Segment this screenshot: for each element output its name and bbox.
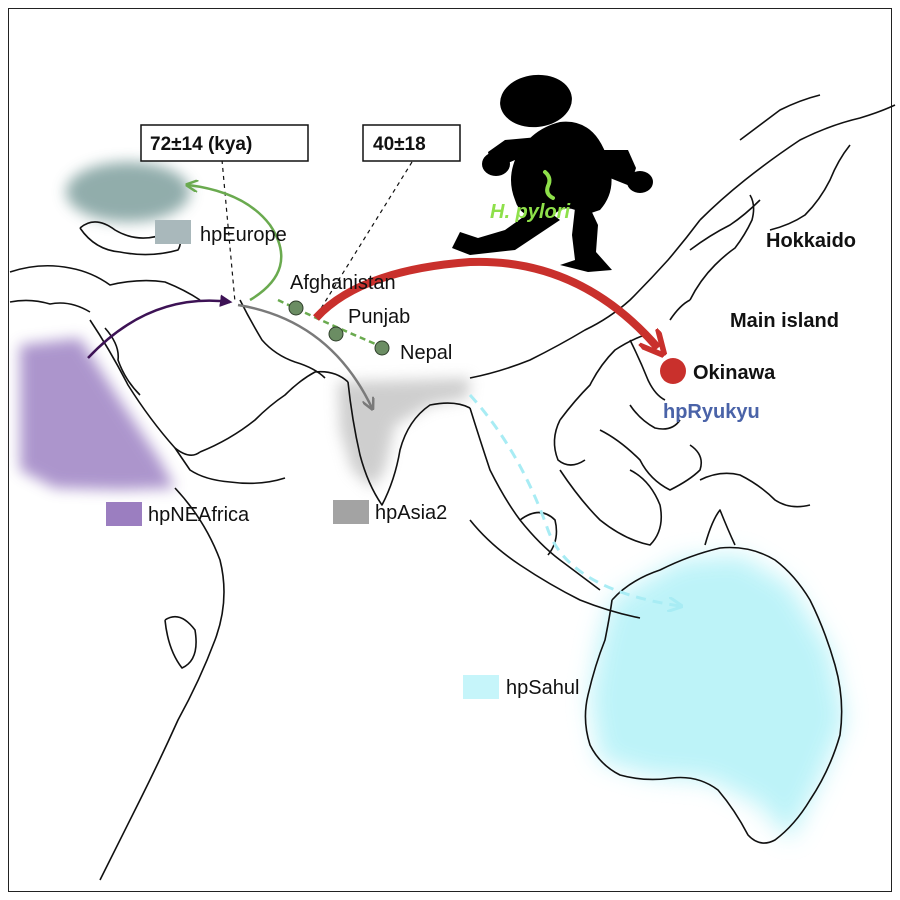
hpylori-label: H. pylori (490, 201, 570, 223)
date-box-40 (362, 124, 461, 162)
waypoint-punjab (328, 326, 344, 342)
place-label-hokkaido: Hokkaido (766, 230, 856, 252)
legend-label-hpEurope: hpEurope (200, 224, 287, 246)
legend-label-hpRyukyu: hpRyukyu (663, 401, 760, 423)
legend-swatch-hpAsia2 (333, 500, 369, 524)
okinawa-marker (660, 358, 686, 384)
purple-route (87, 294, 233, 359)
legend-swatch-hpNEAfrica (106, 502, 142, 526)
green-route-europe (188, 185, 283, 302)
date-label-40: 40±18 (373, 134, 426, 155)
legend-swatches (106, 220, 499, 699)
waypoint-nepal (374, 340, 390, 356)
bacterium-icon (543, 170, 555, 200)
hpEurope-region (66, 162, 190, 222)
hpAsia2-region (338, 378, 470, 488)
labels: 72±14 (kya) 40±18 hpEurope hpNEAfrica hp… (148, 134, 856, 699)
legend-label-hpAsia2: hpAsia2 (375, 502, 447, 524)
legend-label-hpSahul: hpSahul (506, 677, 579, 699)
region-blobs (20, 162, 845, 840)
place-label-okinawa: Okinawa (693, 362, 776, 384)
legend-label-hpNEAfrica: hpNEAfrica (148, 504, 250, 526)
waypoint-afghanistan (288, 300, 304, 316)
gray-route-asia2 (237, 303, 372, 408)
place-label-nepal: Nepal (400, 342, 452, 364)
place-label-main-island: Main island (730, 310, 839, 332)
hpSahul-region (590, 555, 845, 840)
place-label-afghanistan: Afghanistan (290, 272, 396, 294)
red-route-okinawa (313, 257, 658, 348)
legend-swatch-hpSahul (463, 675, 499, 699)
migration-routes (87, 185, 680, 606)
cyan-route-sahul (468, 393, 680, 606)
hpNEAfrica-region (20, 338, 175, 490)
coastlines (9, 94, 896, 881)
date-pointers (221, 159, 413, 319)
waypoints (288, 300, 390, 356)
date-label-72: 72±14 (kya) (150, 134, 252, 155)
date-box-72 (140, 124, 309, 162)
place-label-punjab: Punjab (348, 306, 410, 328)
running-person-icon (452, 74, 653, 272)
legend-swatch-hpEurope (155, 220, 191, 244)
